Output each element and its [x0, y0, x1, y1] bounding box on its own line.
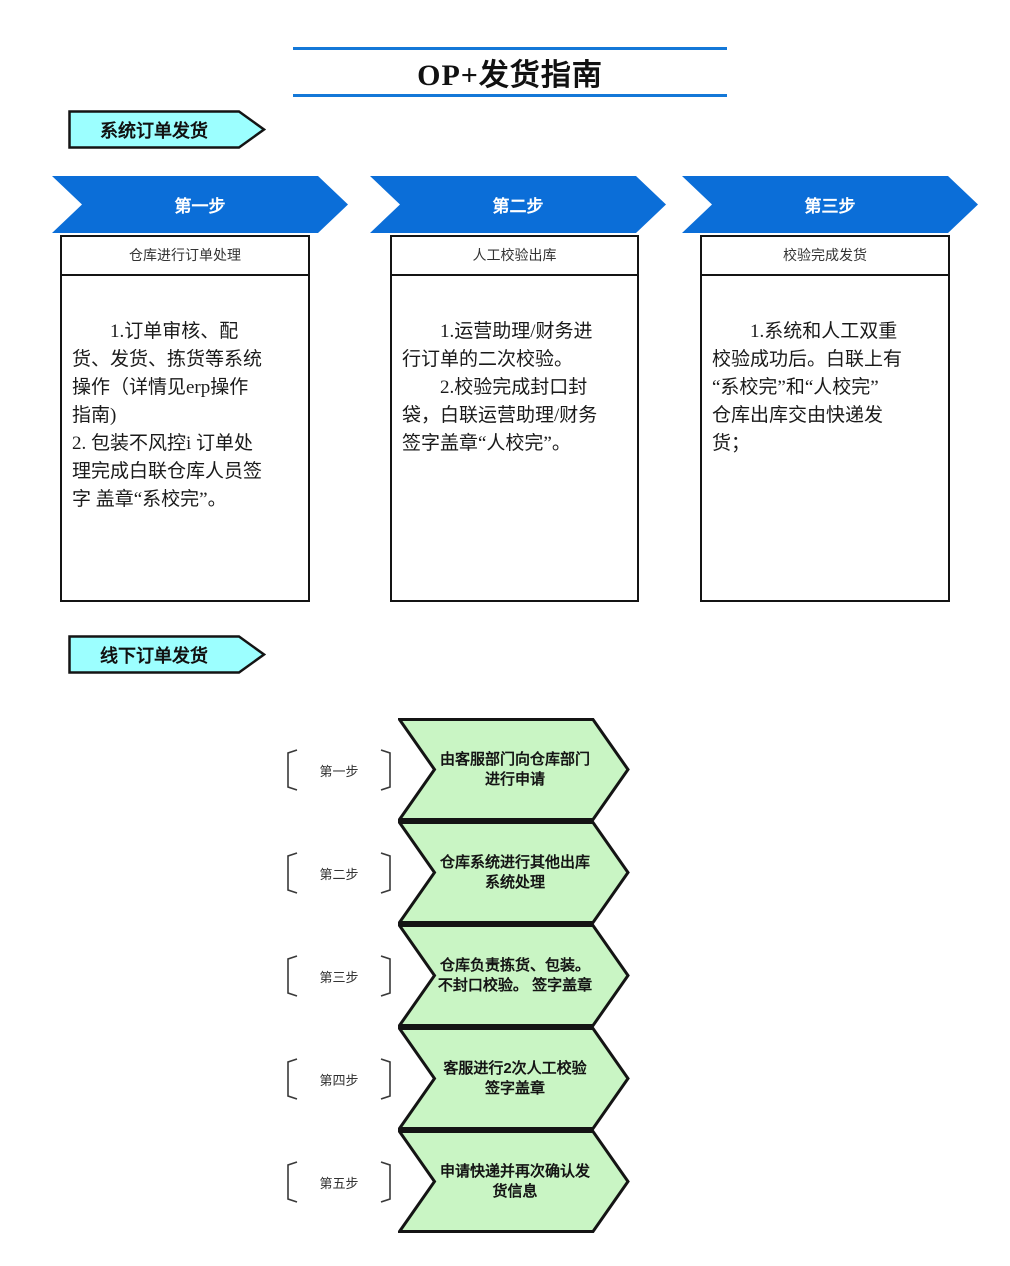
bracket-pair-shape	[287, 1058, 391, 1100]
green-chevron-shape	[398, 1130, 630, 1233]
step3-box-header: 校验完成发货	[702, 237, 948, 276]
green-chevron-shape	[398, 1027, 630, 1130]
offline-step4-label: 第四步	[319, 1072, 359, 1088]
offline-step2-label: 第二步	[319, 866, 359, 882]
step3-box-body: 1.系统和人工双重 校验成功后。白联上有 “系校完”和“人校完” 仓库出库交由快…	[712, 321, 903, 454]
pentagon-arrow-shape	[68, 110, 266, 149]
offline-step1-chevron: 由客服部门向仓库部门 进行申请	[398, 718, 630, 821]
bracket-pair-shape	[287, 749, 391, 791]
chevron-banner-shape	[370, 176, 666, 233]
pentagon-arrow-shape	[68, 635, 266, 674]
offline-step5-label: 第五步	[319, 1175, 359, 1191]
section-header-offline-orders: 线下订单发货	[68, 635, 266, 674]
offline-step3-bracket: 第三步	[283, 952, 395, 1000]
bracket-pair-shape	[287, 955, 391, 997]
green-chevron-shape	[398, 821, 630, 924]
step2-banner-label: 第二步	[492, 197, 544, 216]
offline-step4-text: 客服进行2次人工校验 签字盖章	[443, 1059, 587, 1097]
offline-step2-bracket: 第二步	[283, 849, 395, 897]
step2-box: 人工校验出库 1.运营助理/财务进 行订单的二次校验。 2.校验完成封口封 袋，…	[390, 235, 639, 602]
offline-step3-label: 第三步	[319, 969, 359, 985]
chevron-banner-shape	[52, 176, 348, 233]
offline-step1-bracket: 第一步	[283, 746, 395, 794]
step1-banner-label: 第一步	[174, 197, 226, 216]
step1-box: 仓库进行订单处理 1.订单审核、配 货、发货、拣货等系统 操作（详情见erp操作…	[60, 235, 310, 602]
section-header-system-orders: 系统订单发货	[68, 110, 266, 149]
green-chevron-shape	[398, 718, 630, 821]
offline-step1-label: 第一步	[319, 763, 359, 779]
offline-step2-chevron: 仓库系统进行其他出库 系统处理	[398, 821, 630, 924]
title-divider-bottom	[293, 94, 727, 97]
step1-banner: 第一步	[52, 176, 348, 233]
offline-step4-bracket: 第四步	[283, 1055, 395, 1103]
step3-banner: 第三步	[682, 176, 978, 233]
title-divider-top	[293, 47, 727, 50]
offline-step3-chevron: 仓库负责拣货、包装。 不封口校验。 签字盖章	[398, 924, 630, 1027]
chevron-banner-shape	[682, 176, 978, 233]
step3-banner-label: 第三步	[804, 197, 856, 216]
offline-step4-chevron: 客服进行2次人工校验 签字盖章	[398, 1027, 630, 1130]
offline-step2-text: 仓库系统进行其他出库 系统处理	[439, 853, 590, 891]
page-title: OP+发货指南	[417, 59, 603, 92]
step3-box: 校验完成发货 1.系统和人工双重 校验成功后。白联上有 “系校完”和“人校完” …	[700, 235, 950, 602]
section-header-label: 系统订单发货	[100, 120, 208, 141]
step1-box-body: 1.订单审核、配 货、发货、拣货等系统 操作（详情见erp操作 指南) 2. 包…	[72, 321, 263, 510]
bracket-pair-shape	[287, 852, 391, 894]
offline-step3-text: 仓库负责拣货、包装。 不封口校验。 签字盖章	[437, 956, 593, 994]
green-chevron-shape	[398, 924, 630, 1027]
offline-step5-text: 申请快递并再次确认发 货信息	[439, 1162, 590, 1200]
step1-box-header: 仓库进行订单处理	[62, 237, 308, 276]
section-header-label: 线下订单发货	[100, 645, 208, 666]
offline-step5-bracket: 第五步	[283, 1158, 395, 1206]
step2-box-body: 1.运营助理/财务进 行订单的二次校验。 2.校验完成封口封 袋，白联运营助理/…	[402, 321, 598, 454]
bracket-pair-shape	[287, 1161, 391, 1203]
step2-banner: 第二步	[370, 176, 666, 233]
offline-step1-text: 由客服部门向仓库部门 进行申请	[439, 750, 590, 788]
step2-box-header: 人工校验出库	[392, 237, 637, 276]
offline-step5-chevron: 申请快递并再次确认发 货信息	[398, 1130, 630, 1233]
